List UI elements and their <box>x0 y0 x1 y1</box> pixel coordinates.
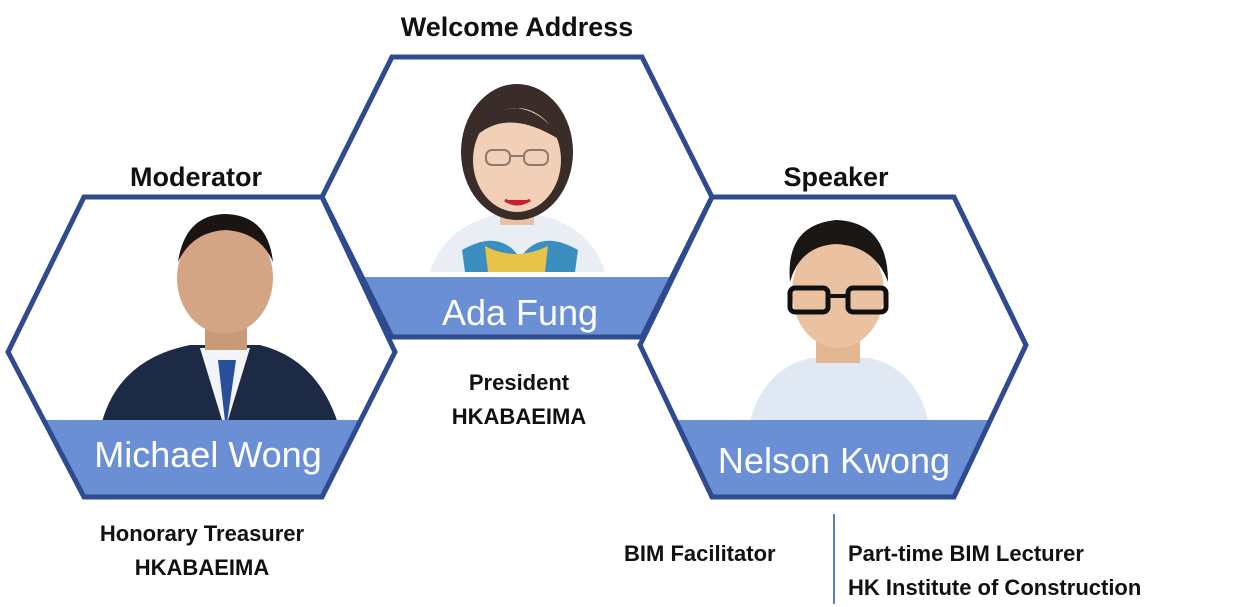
role-heading-moderator: Moderator <box>129 162 263 192</box>
role-heading-speaker: Speaker <box>783 162 889 192</box>
portrait-nelson-kwong <box>748 220 930 430</box>
caption-divider <box>833 514 835 604</box>
hexagon-border-nelson-kwong <box>637 194 1029 500</box>
org-ada-fung: HKABAEIMA <box>451 404 587 429</box>
hexagon-nelson-kwong <box>640 197 1026 497</box>
portrait-ada-fung <box>430 84 605 272</box>
role-heading-welcome-address: Welcome Address <box>400 12 634 42</box>
title-right-2-nelson-kwong: HK Institute of Construction <box>848 575 1142 600</box>
caption-right-nelson-kwong: Part-time BIM Lecturer HK Institute of C… <box>848 537 1141 605</box>
name-label-michael-wong: Michael Wong <box>94 434 322 475</box>
title-ada-fung: President <box>468 370 570 395</box>
name-label-ada-fung: Ada Fung <box>441 292 599 333</box>
hexagon-michael-wong <box>8 197 395 497</box>
title-michael-wong: Honorary Treasurer <box>99 521 305 546</box>
caption-michael-wong: Honorary Treasurer HKABAEIMA <box>100 517 304 585</box>
title-right-1-nelson-kwong: Part-time BIM Lecturer <box>848 541 1084 566</box>
hexagon-ada-fung <box>322 57 712 337</box>
portrait-michael-wong <box>100 214 340 430</box>
hexagon-border-michael-wong <box>5 194 398 500</box>
title-left-nelson-kwong: BIM Facilitator <box>624 541 776 566</box>
caption-ada-fung: President HKABAEIMA <box>452 366 586 434</box>
name-label-nelson-kwong: Nelson Kwong <box>717 440 951 481</box>
org-michael-wong: HKABAEIMA <box>134 555 270 580</box>
